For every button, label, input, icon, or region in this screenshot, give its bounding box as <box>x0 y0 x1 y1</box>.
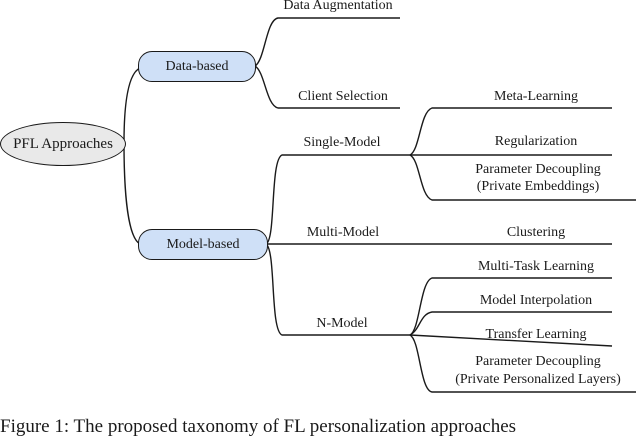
root-label: PFL Approaches <box>13 135 113 152</box>
model-based-label: Model-based <box>166 236 240 252</box>
leaf-regularization: Regularization <box>494 134 578 149</box>
leaf-meta-learning: Meta-Learning <box>494 89 578 104</box>
single-model-label: Single-Model <box>303 135 381 150</box>
connector-lines <box>123 17 636 393</box>
data-based-node: Data-based <box>138 51 256 82</box>
figure-caption: Figure 1: The proposed taxonomy of FL pe… <box>0 416 517 437</box>
leaf-model-interpolation: Model Interpolation <box>479 293 593 308</box>
leaf-private-personalized-layers: (Private Personalized Layers) <box>455 372 621 387</box>
multi-model-label: Multi-Model <box>306 225 380 240</box>
leaf-transfer-learning: Transfer Learning <box>485 327 587 342</box>
leaf-multi-task-learning: Multi-Task Learning <box>477 259 595 274</box>
leaf-private-embeddings: (Private Embeddings) <box>476 179 600 194</box>
model-based-node: Model-based <box>138 229 268 260</box>
leaf-parameter-decoupling-2: Parameter Decoupling <box>475 354 601 369</box>
leaf-parameter-decoupling-1: Parameter Decoupling <box>475 162 601 177</box>
leaf-data-augmentation: Data Augmentation <box>283 0 393 13</box>
leaf-clustering: Clustering <box>506 225 566 240</box>
root-node: PFL Approaches <box>0 122 126 166</box>
data-based-label: Data-based <box>165 58 229 74</box>
leaf-client-selection: Client Selection <box>298 89 388 104</box>
n-model-label: N-Model <box>316 316 368 331</box>
